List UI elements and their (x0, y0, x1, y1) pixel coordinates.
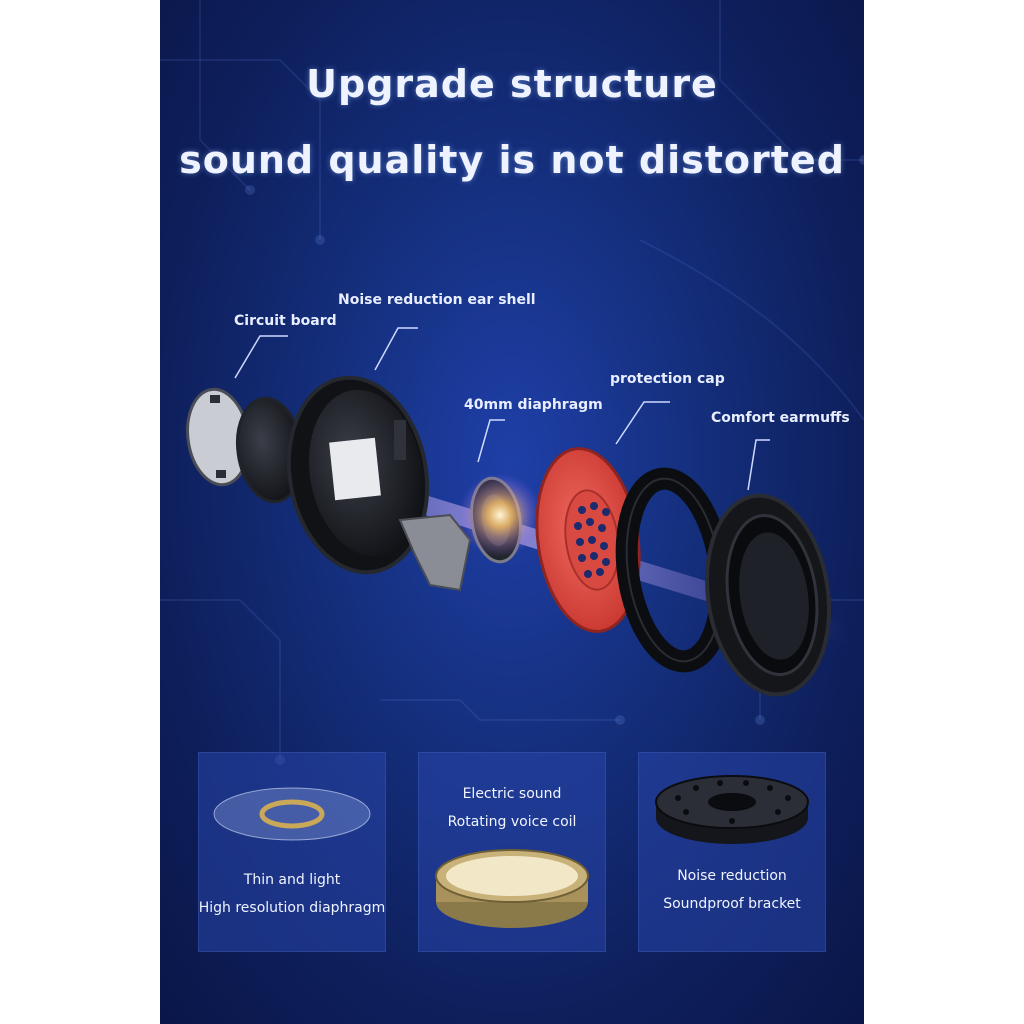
feature-1-line-1: Thin and light (243, 872, 341, 888)
feature-card-voice-coil: Electric sound Rotating voice coil (418, 752, 606, 952)
feature-card-diaphragm: Thin and light High resolution diaphragm (198, 752, 386, 952)
earmuff-part (704, 493, 832, 697)
voice-coil-icon (435, 849, 589, 928)
callout-leader-lines (234, 327, 770, 491)
diaphragm-ring-icon (213, 787, 371, 841)
feature-2-line-1: Electric sound (462, 786, 562, 802)
headline-line-1: Upgrade structure (306, 62, 718, 106)
ear-shell-part (286, 375, 472, 592)
feature-3-line-1: Noise reduction (677, 868, 787, 884)
product-poster: Upgrade structure sound quality is not d… (160, 0, 864, 1024)
callout-diaphragm: 40mm diaphragm (464, 397, 603, 413)
feature-1-line-2: High resolution diaphragm (198, 900, 386, 916)
callout-protection-cap: protection cap (610, 371, 725, 387)
feature-3-line-2: Soundproof bracket (663, 896, 801, 912)
soundproof-bracket-icon (655, 775, 809, 844)
callout-ear-shell: Noise reduction ear shell (338, 292, 536, 308)
callout-circuit-board: Circuit board (234, 313, 337, 329)
exploded-headphone-illustration (180, 327, 850, 697)
feature-card-bracket: Noise reduction Soundproof bracket (638, 752, 826, 952)
headline-line-2: sound quality is not distorted (179, 138, 845, 182)
feature-2-line-2: Rotating voice coil (447, 814, 577, 830)
lens-flare (458, 473, 542, 557)
callout-earmuffs: Comfort earmuffs (711, 410, 850, 426)
